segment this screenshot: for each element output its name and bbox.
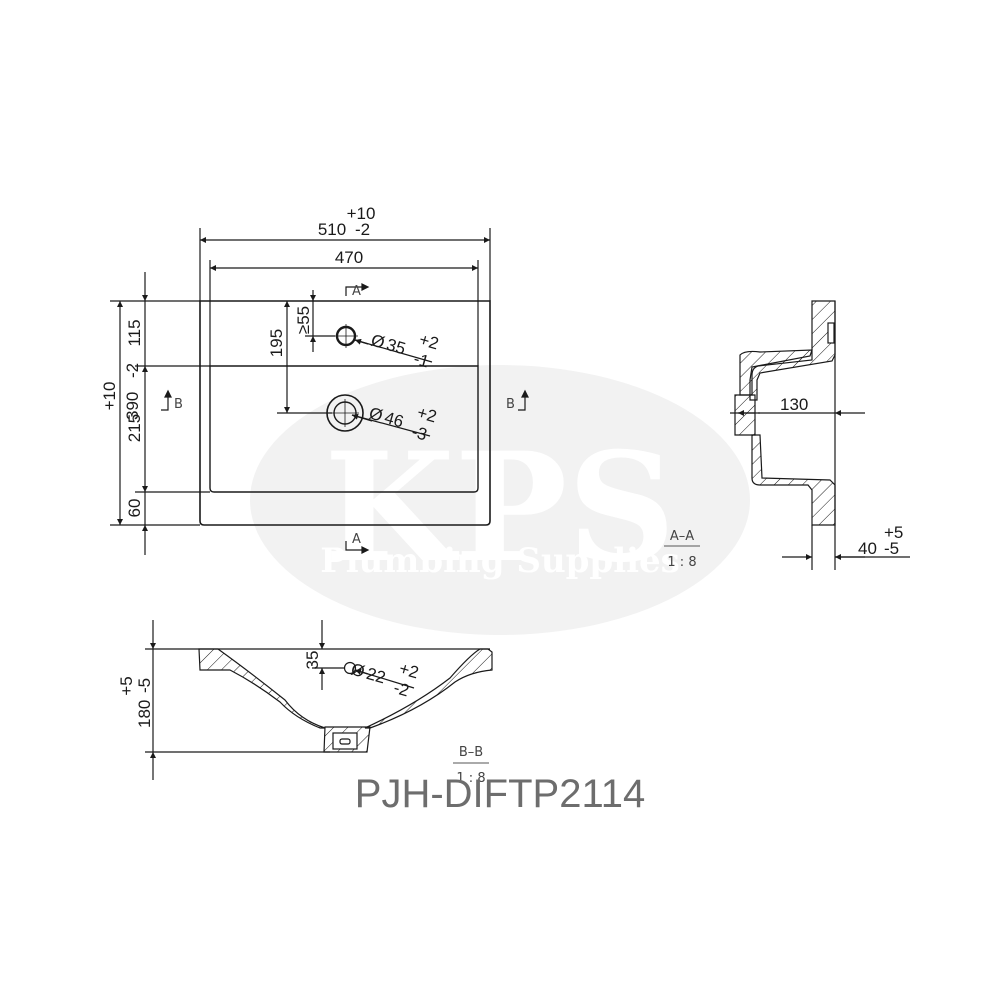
- drain-tol-minus: -3: [409, 422, 429, 444]
- product-code: PJH-DIFTP2114: [354, 772, 646, 816]
- section-b-height-tol-plus: +5: [117, 676, 136, 695]
- tap-offset: ≥55: [294, 306, 313, 334]
- section-b-right-wall: [364, 648, 493, 729]
- drain-tol-plus: +2: [415, 403, 439, 427]
- section-marker-a-bottom: [345, 541, 362, 551]
- section-marker-b-left: [161, 397, 169, 411]
- section-marker-a-top: [345, 286, 362, 296]
- tap-dia-symbol: Ø: [369, 331, 387, 353]
- section-a-labels: 130 +5 40 -5 A–A 1 : 8: [664, 395, 903, 570]
- drain-dia-value: 46: [382, 408, 405, 431]
- depth-seg-2: 215: [125, 414, 144, 442]
- tap-dia-value: 35: [384, 335, 407, 358]
- section-a-overflow: [734, 394, 756, 436]
- section-b-scale: 1 : 8: [456, 771, 485, 786]
- section-a-rim-tol-minus: -5: [884, 539, 899, 558]
- section-b-height-tol-minus: -5: [135, 678, 154, 693]
- depth-tol-minus: -2: [123, 363, 142, 378]
- depth-value: 390: [123, 392, 142, 420]
- overflow-tol-minus: -2: [391, 678, 411, 700]
- top-view-labels: +10 510 -2 470 +10 390 -2 115 215 60 195…: [100, 204, 515, 547]
- tap-tol-minus: -1: [411, 349, 431, 371]
- drain-offset: 195: [267, 329, 286, 357]
- overflow-dia-value: 22: [364, 664, 387, 687]
- section-a-lower: [751, 434, 836, 526]
- depth-tol-plus: +10: [100, 382, 119, 411]
- overflow-tol-plus: +2: [397, 659, 421, 683]
- marker-a-bottom-label: A: [352, 532, 361, 547]
- basin-outline: [199, 300, 491, 526]
- section-a-rim-value: 40: [858, 539, 877, 558]
- bowl-outline: [209, 365, 479, 493]
- section-a-depth: 130: [780, 395, 808, 414]
- watermark-ellipse: [250, 365, 750, 635]
- section-a-scale: 1 : 8: [667, 555, 696, 570]
- overflow-dia-symbol: Ø: [349, 660, 367, 682]
- section-b-overflow-offset: 35: [303, 651, 322, 670]
- watermark: KPS Plumbing Supplies: [250, 365, 750, 635]
- inner-width-value: 470: [335, 248, 363, 267]
- section-a-view: [730, 300, 910, 570]
- watermark-brand: KPS: [324, 420, 676, 596]
- depth-seg-1: 115: [125, 319, 144, 346]
- section-marker-b-right: [518, 397, 526, 411]
- top-view: [110, 228, 529, 555]
- width-tol-minus: -2: [355, 220, 370, 239]
- section-b-title: B–B: [459, 745, 483, 760]
- width-value: 510: [318, 220, 346, 239]
- depth-seg-3: 60: [125, 499, 144, 518]
- tap-tol-plus: +2: [417, 330, 441, 354]
- section-b-labels: +5 180 -5 35 Ø 22 +2 -2 B–B 1 : 8: [117, 651, 489, 786]
- marker-a-top-label: A: [352, 284, 361, 299]
- section-b-view: [145, 620, 493, 780]
- watermark-tagline: Plumbing Supplies: [320, 541, 680, 581]
- section-b-height-value: 180: [135, 700, 154, 728]
- section-a-rim-tol-plus: +5: [884, 523, 903, 542]
- overflow-hole: [343, 661, 357, 675]
- width-tol-plus: +10: [347, 204, 376, 223]
- marker-b-right-label: B: [506, 397, 515, 412]
- marker-b-left-label: B: [174, 397, 183, 412]
- drain-dia-symbol: Ø: [367, 404, 385, 426]
- section-a-title: A–A: [670, 529, 694, 544]
